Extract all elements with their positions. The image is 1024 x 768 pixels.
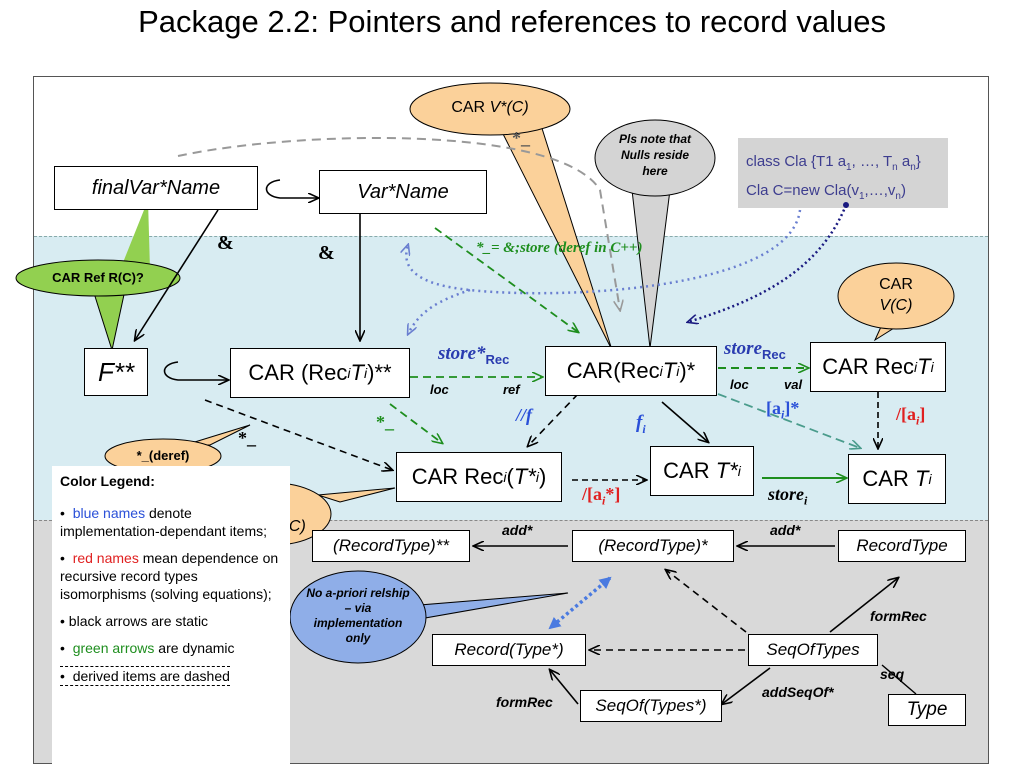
arrow-blue-dotted: [406, 209, 802, 295]
page-title: Package 2.2: Pointers and references to …: [138, 4, 886, 39]
arrow-finalvar-f: [135, 209, 219, 340]
label-ai-red: /[ai]: [896, 404, 926, 428]
callout-nulls: [594, 119, 716, 349]
callout-car-v-star: [409, 82, 613, 351]
label-add-1: add*: [502, 522, 533, 538]
arrow-green-star: [389, 403, 442, 443]
label-store-deref: *_= &;store (deref in C++): [476, 240, 643, 256]
node-finalvar[interactable]: finalVar*Name: [54, 166, 258, 210]
node-car-tstar[interactable]: CAR T*i: [650, 446, 754, 496]
callout-deref-text: *_(deref): [136, 448, 190, 463]
label-star-black: *_: [238, 428, 256, 448]
arrow-ai-star: [717, 393, 860, 448]
legend-item-dashed: • derived items are dashed: [60, 666, 230, 686]
label-ai-star: [ai]*: [766, 398, 800, 422]
callout-no-apriori: [289, 570, 569, 664]
label-add-2: add*: [770, 522, 801, 538]
arrow-navy-dotted: [688, 205, 846, 322]
legend-item-red: • red names mean dependence on recursive…: [60, 550, 279, 602]
callout-no-apriori-text: No a-priori relship – via implementation…: [306, 586, 410, 645]
color-legend: Color Legend: • blue names denote implem…: [52, 466, 290, 764]
callout-car-ref: [15, 200, 181, 352]
arrow-gray-dashed: [177, 136, 620, 310]
legend-item-blue: • blue names denote implementation-depen…: [60, 505, 268, 539]
label-ai-red-2: /[ai*]: [582, 484, 621, 508]
node-seqoftypes[interactable]: SeqOfTypes: [748, 634, 878, 666]
label-store-i: storei: [768, 484, 808, 508]
node-record-typep[interactable]: Record(Type*): [432, 634, 586, 666]
node-f[interactable]: F**: [84, 348, 148, 396]
arrow-blue-dotted-2: [408, 288, 471, 334]
node-recordtype-p[interactable]: (RecordType)*: [572, 530, 734, 562]
arrow-no-apriori-double: [548, 576, 612, 630]
legend-title: Color Legend:: [60, 473, 155, 489]
label-formrec-2: formRec: [496, 694, 553, 710]
label-star-top: *_: [512, 128, 530, 148]
label-slash-f: //f: [516, 405, 532, 425]
callout-car-ref-text: CAR Ref R(C)?: [52, 270, 144, 285]
arrow-f-i: [661, 401, 708, 442]
label-seq: seq: [880, 666, 905, 682]
arrow-addseqof: [722, 667, 771, 704]
label-store-star: store*Rec: [438, 343, 510, 367]
arrow-seq-recp: [666, 570, 747, 633]
legend-item-green: • green arrows are dynamic: [60, 640, 235, 656]
arrow-finalvar-var: [265, 179, 319, 198]
arrow-slash-f: [528, 393, 579, 446]
label-store-rec: storeRec: [724, 338, 786, 362]
callout-car-v-text-1: CAR: [879, 276, 913, 293]
label-addseqof: addSeqOf*: [762, 684, 834, 700]
callout-car-v-star-text: CAR V*(C): [451, 99, 529, 116]
arrow-f-carpp: [163, 361, 229, 380]
legend-item-black: • black arrows are static: [60, 613, 209, 629]
arrow-formrec-2: [550, 670, 579, 705]
arrow-var-carp-green: [434, 227, 578, 332]
node-recordtype[interactable]: RecordType: [838, 530, 966, 562]
callout-car-v-text-2: V(C): [879, 297, 913, 314]
label-amp-1: &: [217, 232, 234, 254]
callout-deref: [104, 424, 251, 474]
label-loc-2: loc: [730, 377, 749, 392]
label-star-green: *_: [376, 412, 394, 432]
arrow-formrec-1: [829, 578, 898, 633]
label-val: val: [784, 377, 803, 392]
class-definition-box: class Cla {T1 a1, …, Tn an} Cla C=new Cl…: [738, 138, 948, 208]
label-ref: ref: [503, 382, 520, 397]
label-f-i: fi: [636, 412, 646, 436]
node-seqof-typesp[interactable]: SeqOf(Types*): [580, 690, 722, 722]
node-var[interactable]: Var*Name: [319, 170, 487, 214]
label-formrec-1: formRec: [870, 608, 927, 624]
arrow-f-carreci: [204, 399, 392, 470]
arrow-seq: [881, 664, 917, 695]
label-loc-1: loc: [430, 382, 449, 397]
node-recordtype-pp[interactable]: (RecordType)**: [312, 530, 470, 562]
node-type[interactable]: Type: [888, 694, 966, 726]
label-amp-2: &: [318, 242, 335, 264]
callout-nulls-text: Pls note that Nulls reside here: [618, 132, 691, 178]
